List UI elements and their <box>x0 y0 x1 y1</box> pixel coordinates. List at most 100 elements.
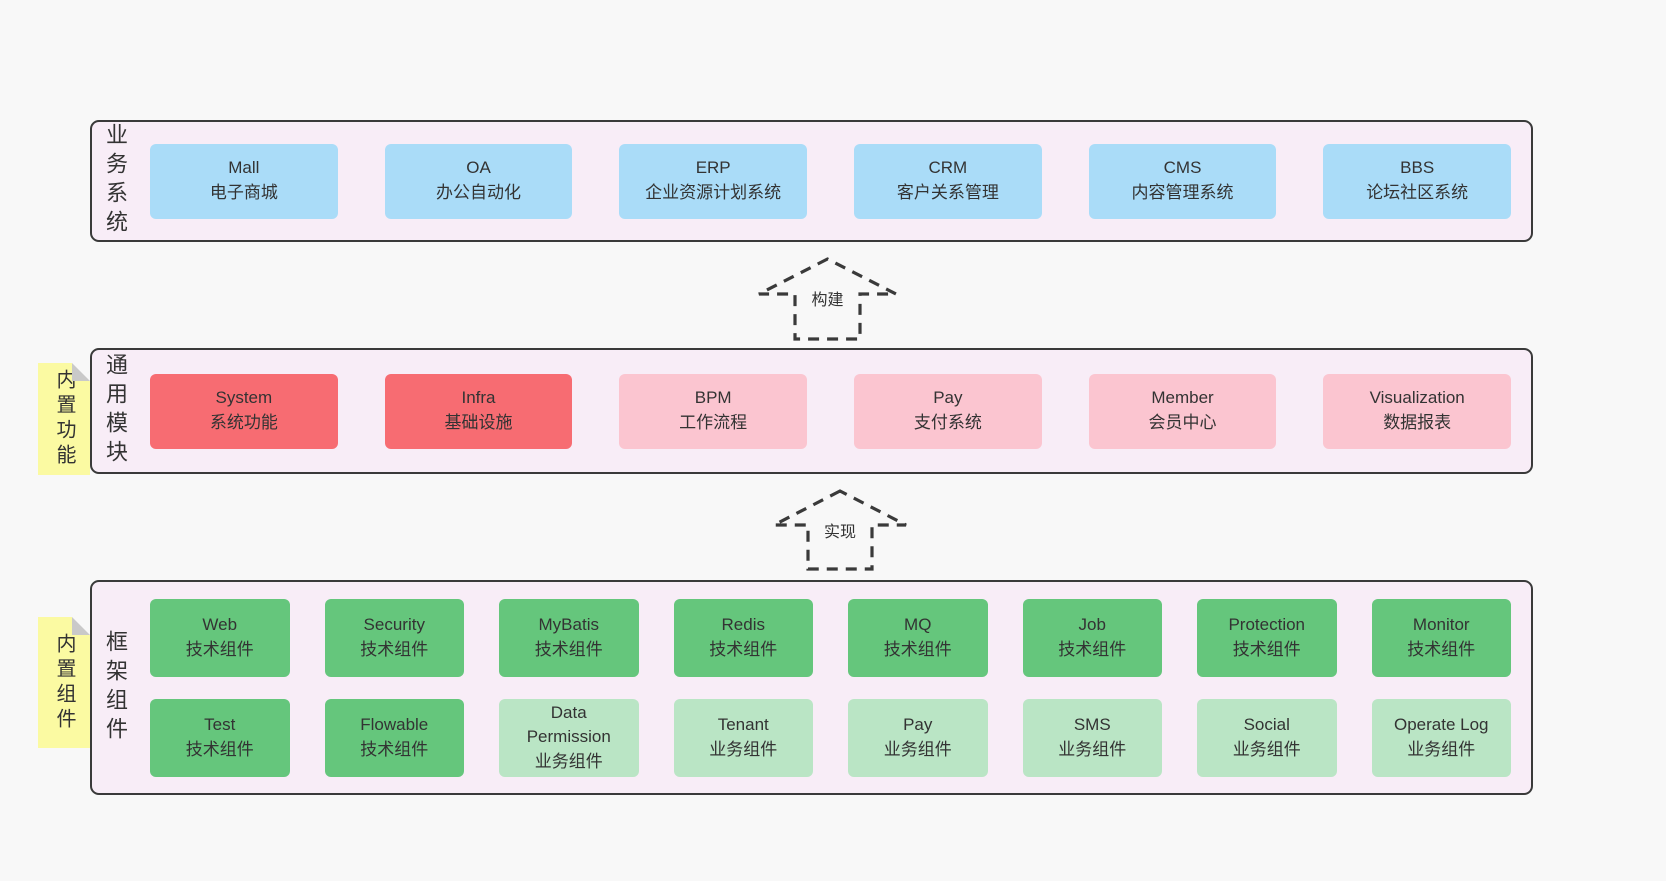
box-desc: 技术组件 <box>1407 639 1476 659</box>
box-name: Security <box>363 614 425 634</box>
box-name: Protection <box>1228 614 1306 634</box>
folded-corner-icon <box>72 617 90 635</box>
box-flowable: Flowable 技术组件 <box>324 698 464 777</box>
box-data-permission: Data Permission 业务组件 <box>499 698 639 777</box>
sticky-note-built-in-components: 内置组件 <box>38 617 90 748</box>
box-name: Pay <box>933 388 963 408</box>
box-bpm: BPM 工作流程 <box>619 373 808 449</box>
section-title: 框架组件 <box>103 629 128 746</box>
box-job: Job 技术组件 <box>1022 598 1162 677</box>
box-desc: 数据报表 <box>1383 413 1452 432</box>
box-operate-log: Operate Log 业务组件 <box>1371 698 1511 777</box>
arrow-label: 实现 <box>819 517 861 543</box>
box-mall: Mall 电子商城 <box>150 143 338 219</box>
section-title: 业务系统 <box>103 123 128 239</box>
section-business-systems: 业务系统 Mall 电子商城 OA 办公自动化 ERP 企业资源计划系统 CRM… <box>90 120 1533 242</box>
section-common-modules: 通用模块 System 系统功能 Infra 基础设施 BPM 工作流程 Pay… <box>90 348 1533 474</box>
box-name: ERP <box>695 158 731 178</box>
box-desc: 技术组件 <box>185 739 254 759</box>
box-desc: 企业资源计划系统 <box>645 183 782 202</box>
box-desc: 技术组件 <box>534 639 603 659</box>
box-name: Redis <box>721 614 765 634</box>
box-security: Security 技术组件 <box>324 598 464 677</box>
box-desc: 技术组件 <box>185 639 254 659</box>
box-name: Flowable <box>360 714 429 734</box>
box-name: Monitor <box>1412 614 1470 634</box>
box-crm: CRM 客户关系管理 <box>854 143 1042 219</box>
box-desc: 办公自动化 <box>436 183 521 202</box>
box-desc: 技术组件 <box>883 639 952 659</box>
dashed-up-arrow-icon <box>758 257 897 341</box>
box-pay: Pay 支付系统 <box>854 373 1042 449</box>
box-name: BBS <box>1400 158 1435 178</box>
box-name: Visualization <box>1369 388 1465 408</box>
box-name: OA <box>466 158 491 178</box>
box-name: Pay <box>903 714 933 734</box>
box-cms: CMS 内容管理系统 <box>1088 143 1277 219</box>
box-mybatis: MyBatis 技术组件 <box>499 598 639 677</box>
box-name: Member <box>1151 388 1214 408</box>
box-redis: Redis 技术组件 <box>673 598 813 677</box>
box-name: Operate Log <box>1393 714 1489 734</box>
box-pay-biz: Pay 业务组件 <box>848 698 988 777</box>
box-desc: 技术组件 <box>709 639 778 659</box>
box-name: SMS <box>1073 714 1111 734</box>
box-desc: 业务组件 <box>709 739 778 759</box>
folded-corner-icon <box>72 363 90 381</box>
box-desc: 基础设施 <box>444 413 513 432</box>
box-desc: 业务组件 <box>1407 739 1476 759</box>
box-erp: ERP 企业资源计划系统 <box>619 143 808 219</box>
box-visualization: Visualization 数据报表 <box>1323 373 1512 449</box>
box-name: BPM <box>694 388 732 408</box>
box-desc: 客户关系管理 <box>896 183 999 202</box>
box-desc: 会员中心 <box>1148 413 1217 432</box>
box-name: Data Permission <box>526 702 611 747</box>
box-name: Web <box>202 614 238 634</box>
box-test: Test 技术组件 <box>150 698 290 777</box>
build-arrow-icon: 构建 <box>755 256 900 342</box>
section-title: 通用模块 <box>103 353 128 469</box>
box-web: Web 技术组件 <box>150 598 290 677</box>
box-oa: OA 办公自动化 <box>384 143 573 219</box>
box-desc: 技术组件 <box>1058 639 1127 659</box>
box-name: Mall <box>228 158 260 178</box>
box-sms: SMS 业务组件 <box>1022 698 1162 777</box>
box-desc: 内容管理系统 <box>1131 183 1234 202</box>
box-name: Tenant <box>717 714 769 734</box>
sticky-note-label: 内置组件 <box>53 632 75 733</box>
box-desc: 技术组件 <box>360 639 429 659</box>
box-member: Member 会员中心 <box>1088 373 1277 449</box>
box-name: System <box>215 388 273 408</box>
box-desc: 系统功能 <box>209 413 278 432</box>
box-desc: 电子商城 <box>209 183 278 202</box>
box-tenant: Tenant 业务组件 <box>673 698 813 777</box>
sticky-note-label: 内置功能 <box>53 369 75 469</box>
box-desc: 工作流程 <box>679 413 748 432</box>
box-infra: Infra 基础设施 <box>384 373 573 449</box>
framework-row-2: Test 技术组件 Flowable 技术组件 Data Permission … <box>150 698 1511 777</box>
box-desc: 技术组件 <box>360 739 429 759</box>
box-name: Test <box>204 714 236 734</box>
business-systems-row: Mall 电子商城 OA 办公自动化 ERP 企业资源计划系统 CRM 客户关系… <box>150 143 1512 219</box>
box-name: Infra <box>461 388 496 408</box>
box-desc: 支付系统 <box>913 413 982 432</box>
framework-row-1: Web 技术组件 Security 技术组件 MyBatis 技术组件 Redi… <box>150 598 1511 677</box>
box-bbs: BBS 论坛社区系统 <box>1323 143 1512 219</box>
box-social: Social 业务组件 <box>1197 698 1337 777</box>
section-framework-components: 框架组件 Web 技术组件 Security 技术组件 MyBatis 技术组件… <box>90 580 1533 795</box>
box-name: MyBatis <box>538 614 599 634</box>
box-desc: 技术组件 <box>1232 639 1301 659</box>
implement-arrow-icon: 实现 <box>770 488 910 572</box>
box-system: System 系统功能 <box>150 373 338 449</box>
box-mq: MQ 技术组件 <box>848 598 988 677</box>
box-name: Social <box>1243 714 1290 734</box>
sticky-note-built-in-features: 内置功能 <box>38 363 90 475</box>
box-name: CRM <box>928 158 968 178</box>
box-desc: 业务组件 <box>883 739 952 759</box>
box-desc: 业务组件 <box>1232 739 1301 759</box>
arrow-label: 构建 <box>807 285 848 311</box>
box-name: CMS <box>1163 158 1202 178</box>
common-modules-row: System 系统功能 Infra 基础设施 BPM 工作流程 Pay 支付系统… <box>150 373 1512 449</box>
box-monitor: Monitor 技术组件 <box>1371 598 1511 677</box>
